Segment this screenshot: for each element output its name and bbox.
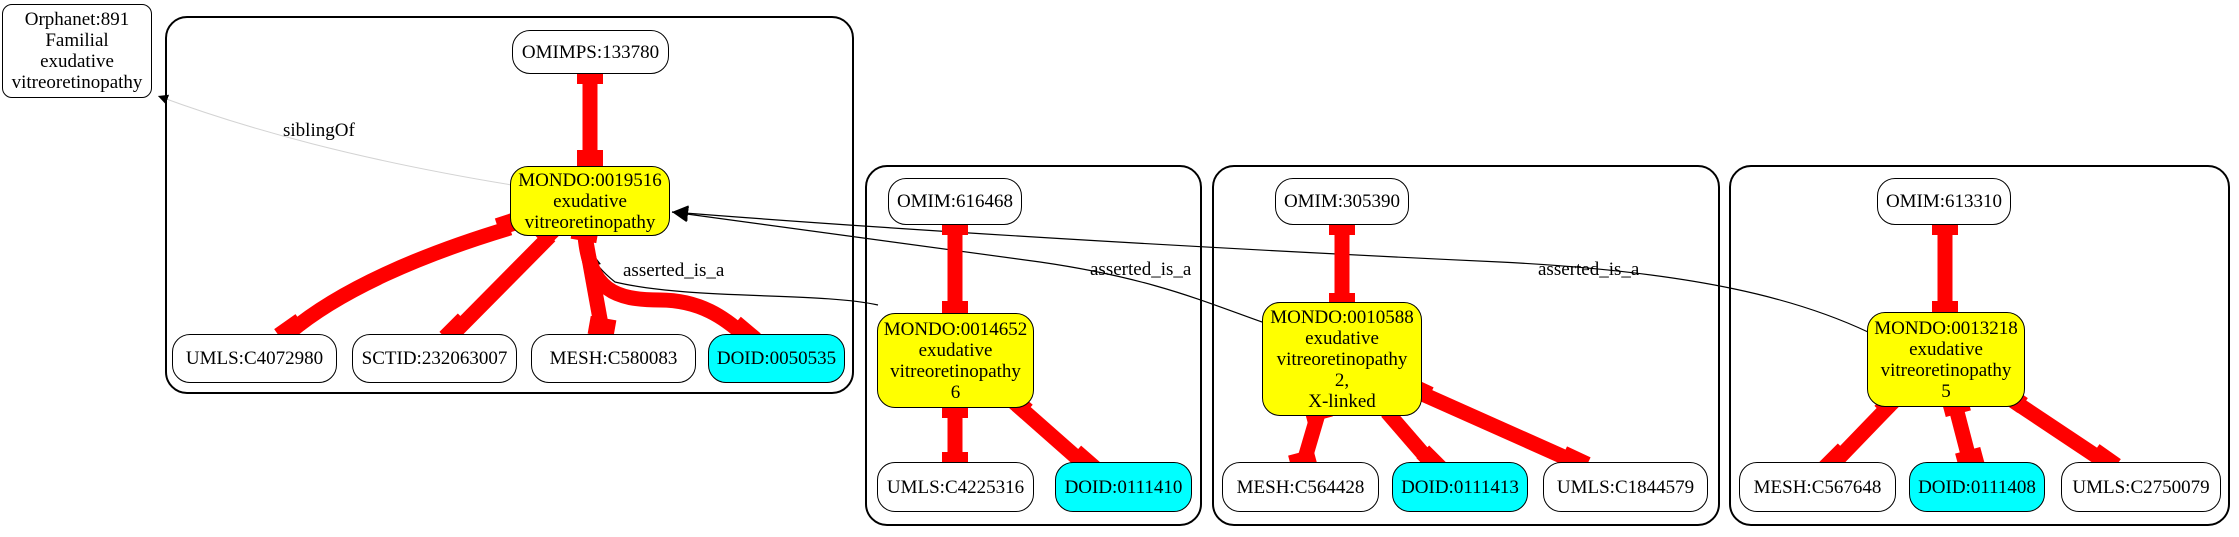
xref-edge-umls-c2750079 xyxy=(2007,393,2110,469)
node-doid-0111413[interactable]: DOID:0111413 xyxy=(1392,462,1528,512)
node-umls-c4225316[interactable]: UMLS:C4225316 xyxy=(877,462,1034,512)
xref-edge-umls-c1844579 xyxy=(1414,385,1579,469)
node-omim-613310[interactable]: OMIM:613310 xyxy=(1877,178,2011,225)
node-omim-616468[interactable]: OMIM:616468 xyxy=(888,178,1022,225)
edge-sibling-of xyxy=(157,94,513,186)
xref-edge-umls-c4072980 xyxy=(285,220,513,338)
xref-edges xyxy=(285,80,2110,471)
xref-edge-sctid xyxy=(449,230,556,338)
node-doid-0050535[interactable]: DOID:0050535 xyxy=(708,334,845,383)
node-umls-c1844579[interactable]: UMLS:C1844579 xyxy=(1543,462,1708,512)
node-mondo-0014652[interactable]: MONDO:0014652 exudative vitreoretinopath… xyxy=(877,313,1034,408)
xref-edge-doid-0050535 xyxy=(577,235,751,342)
node-mesh-c580083[interactable]: MESH:C580083 xyxy=(531,334,696,383)
node-umls-c4072980[interactable]: UMLS:C4072980 xyxy=(172,334,337,383)
node-mesh-c567648[interactable]: MESH:C567648 xyxy=(1739,462,1896,512)
node-doid-0111410[interactable]: DOID:0111410 xyxy=(1055,462,1192,512)
edge-label-asserted-is-a-2: asserted_is_a xyxy=(1090,259,1192,280)
edge-label-sibling-of: siblingOf xyxy=(283,120,355,141)
node-mondo-0019516[interactable]: MONDO:0019516 exudative vitreoretinopath… xyxy=(510,166,670,236)
node-omimps-133780[interactable]: OMIMPS:133780 xyxy=(512,30,669,74)
edge-asserted-is-a-0010588 xyxy=(671,206,1263,323)
xref-edge-ends xyxy=(274,66,2121,477)
node-mesh-c564428[interactable]: MESH:C564428 xyxy=(1222,462,1379,512)
node-mondo-0013218[interactable]: MONDO:0013218 exudative vitreoretinopath… xyxy=(1867,312,2025,407)
edge-label-asserted-is-a-1: asserted_is_a xyxy=(623,260,725,281)
node-doid-0111408[interactable]: DOID:0111408 xyxy=(1909,462,2045,512)
node-omim-305390[interactable]: OMIM:305390 xyxy=(1275,178,1409,225)
node-umls-c2750079[interactable]: UMLS:C2750079 xyxy=(2061,462,2221,512)
node-mondo-0010588[interactable]: MONDO:0010588 exudative vitreoretinopath… xyxy=(1262,302,1422,416)
edge-asserted-is-a-0013218 xyxy=(671,205,1869,333)
edge-label-asserted-is-a-3: asserted_is_a xyxy=(1538,259,1640,280)
node-orphanet-891[interactable]: Orphanet:891 Familial exudative vitreore… xyxy=(2,4,152,98)
node-sctid-232063007[interactable]: SCTID:232063007 xyxy=(352,334,517,383)
